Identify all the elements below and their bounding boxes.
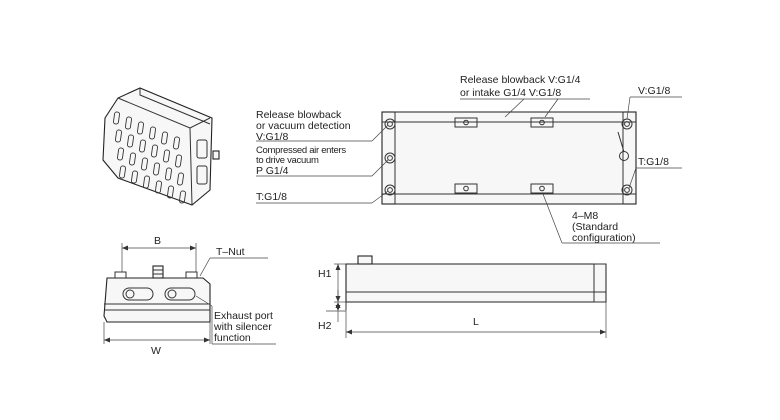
- label-release-vacuum-1: Release blowback: [256, 109, 342, 121]
- label-compressed-air-1: Compressed air enters: [256, 145, 346, 156]
- vent-slot: [179, 190, 186, 204]
- label-t-left: T:G1/8: [256, 191, 287, 203]
- vent-slot: [127, 134, 134, 148]
- label-compressed-air-3: P G1/4: [256, 165, 289, 177]
- top-view: [381, 111, 637, 205]
- vent-slot: [173, 136, 180, 150]
- vent-slot: [161, 131, 168, 145]
- leader-lines: [256, 96, 682, 244]
- label-l: L: [473, 316, 479, 328]
- vent-slot: [139, 139, 146, 153]
- vent-slot: [175, 154, 182, 168]
- label-release-intake-1: Release blowback V:G1/4: [460, 74, 581, 86]
- vent-slot: [165, 167, 172, 181]
- vent-slot: [141, 157, 148, 171]
- label-h2: H2: [318, 320, 332, 332]
- vent-slot: [131, 170, 138, 184]
- label-exhaust-3: function: [214, 332, 251, 344]
- label-release-vacuum-3: V:G1/8: [256, 131, 288, 143]
- ventilation-slots: [113, 111, 186, 204]
- vent-slot: [151, 144, 158, 158]
- label-exhaust-2: with silencer: [213, 321, 272, 333]
- vent-slot: [125, 116, 132, 130]
- label-release-vacuum-2: or vacuum detection: [256, 120, 351, 132]
- label-b: B: [154, 235, 161, 247]
- label-m8-2: (Standard: [572, 221, 618, 233]
- annotations: Release blowback or vacuum detection V:G…: [151, 74, 670, 357]
- label-v-right: V:G1/8: [638, 85, 670, 97]
- vent-slot: [167, 185, 174, 199]
- vent-slot: [143, 175, 150, 189]
- vent-slot: [117, 147, 124, 161]
- label-release-intake-2: or intake G1/4 V:G1/8: [460, 87, 561, 99]
- vent-slot: [149, 126, 156, 140]
- vent-slot: [119, 165, 126, 179]
- label-exhaust-1: Exhaust port: [214, 310, 273, 322]
- vent-slot: [115, 129, 122, 143]
- side-view: [326, 255, 607, 338]
- label-t-nut: T–Nut: [216, 246, 245, 258]
- label-m8-3: configuration): [572, 232, 636, 244]
- label-t-right: T:G1/8: [638, 156, 669, 168]
- front-view: [103, 243, 276, 345]
- vent-slot: [129, 152, 136, 166]
- vent-slot: [177, 172, 184, 186]
- vent-slot: [137, 121, 144, 135]
- vent-slot: [163, 149, 170, 163]
- vent-slot: [155, 180, 162, 194]
- label-compressed-air-2: to drive vacuum: [256, 155, 319, 166]
- isometric-view: [102, 87, 220, 206]
- label-h1: H1: [318, 268, 332, 280]
- label-w: W: [151, 345, 161, 357]
- label-m8-1: 4–M8: [572, 210, 598, 222]
- vent-slot: [113, 111, 120, 125]
- vent-slot: [153, 162, 160, 176]
